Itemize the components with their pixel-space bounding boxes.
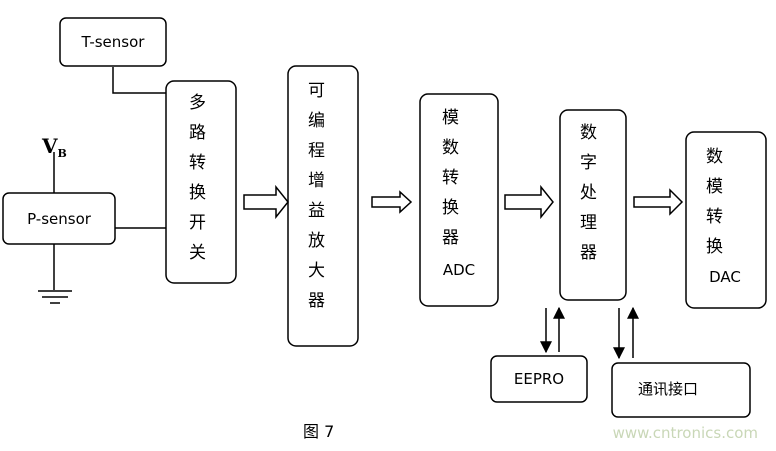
dac-block: 数 模 转 换 DAC <box>685 131 767 309</box>
pga-char-1: 编 <box>308 111 326 131</box>
dac-code: DAC <box>709 268 741 286</box>
arrow-adc-to-dsp <box>504 184 554 220</box>
pga-char-2: 程 <box>308 141 326 161</box>
ground-icon <box>38 290 72 304</box>
p-sensor-label: P-sensor <box>27 210 92 228</box>
mux-char-2: 转 <box>189 153 207 173</box>
pga-char-7: 器 <box>308 291 326 311</box>
watermark: www.cntronics.com <box>613 424 758 442</box>
mux-char-4: 开 <box>189 213 207 233</box>
pga-char-0: 可 <box>308 81 326 101</box>
t-sensor-label: T-sensor <box>81 33 146 51</box>
figure-caption: 图 7 <box>303 422 334 441</box>
adc-char-2: 转 <box>442 168 460 188</box>
t-sensor-block: T-sensor <box>59 17 167 67</box>
mux-char-1: 路 <box>189 123 207 143</box>
arrow-pga-to-adc <box>371 190 413 214</box>
vb-label: VB <box>41 134 67 160</box>
bus-arrows <box>540 306 639 360</box>
eeprom-block: EEPRO <box>490 355 588 403</box>
eeprom-label: EEPRO <box>514 370 564 388</box>
pga-block: 可 编 程 增 益 放 大 器 <box>287 65 359 347</box>
comm-interface-label: 通讯接口 <box>638 380 698 398</box>
mux-char-5: 关 <box>189 243 207 263</box>
dsp-char-1: 字 <box>580 153 598 173</box>
dac-char-2: 转 <box>706 207 724 227</box>
p-sensor-block: P-sensor <box>2 192 116 245</box>
dsp-char-0: 数 <box>580 123 598 143</box>
dac-char-0: 数 <box>706 147 724 167</box>
pga-char-5: 放 <box>308 231 326 251</box>
mux-char-3: 换 <box>189 183 207 203</box>
comm-interface-block: 通讯接口 <box>611 362 751 418</box>
adc-block: 模 数 转 换 器 ADC <box>419 93 499 307</box>
wires <box>53 67 166 290</box>
dsp-block: 数 字 处 理 器 <box>559 109 627 301</box>
arrow-mux-to-pga <box>243 184 289 220</box>
dsp-char-4: 器 <box>580 243 598 263</box>
arrow-dsp-to-dac <box>633 188 684 216</box>
adc-char-4: 器 <box>442 228 460 248</box>
dsp-char-3: 理 <box>580 213 598 233</box>
mux-block: 多 路 转 换 开 关 <box>165 80 237 284</box>
adc-char-1: 数 <box>442 138 460 158</box>
adc-code: ADC <box>443 261 475 279</box>
mux-char-0: 多 <box>189 93 207 113</box>
dac-char-3: 换 <box>706 237 724 257</box>
pga-char-4: 益 <box>308 201 326 221</box>
dsp-char-2: 处 <box>580 183 598 203</box>
adc-char-3: 换 <box>442 198 460 218</box>
pga-char-3: 增 <box>308 171 326 191</box>
adc-char-0: 模 <box>442 108 460 128</box>
pga-char-6: 大 <box>308 261 326 281</box>
dac-char-1: 模 <box>706 177 724 197</box>
flow-arrows <box>243 184 684 220</box>
